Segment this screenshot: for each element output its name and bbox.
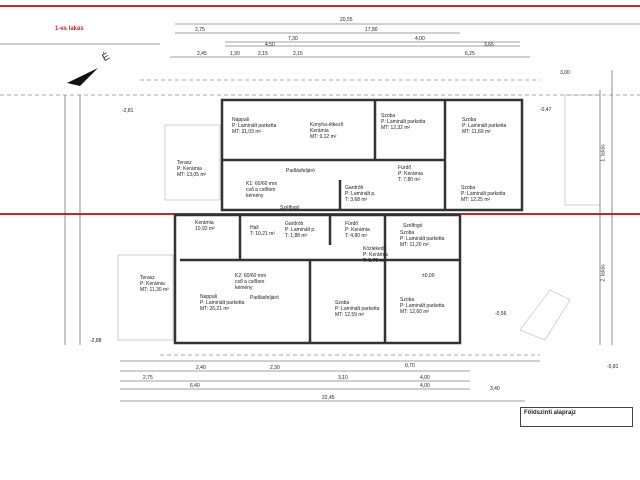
drawing-title-box: Földszinti alaprajz	[520, 407, 633, 427]
north-label: É	[100, 51, 112, 64]
note: K1: 60/60 mm	[246, 181, 278, 187]
note: K2: 60/60 mm	[235, 273, 267, 279]
dimension-lines	[0, 23, 640, 402]
level-mark: -0,81	[607, 364, 619, 370]
level-mark: -0,56	[495, 311, 507, 317]
note: Szélfogó	[403, 223, 423, 229]
dimension: 2,75	[195, 27, 205, 33]
dimension: 3,40	[490, 386, 500, 392]
side-label-unit-1: 1. lakás	[600, 144, 607, 162]
dimension: 1,30	[230, 51, 240, 57]
level-mark: -0,47	[540, 107, 552, 113]
note: kémény	[246, 193, 264, 199]
dimension: 20,55	[340, 17, 353, 23]
dimension: 3,00	[560, 70, 570, 76]
dimension: 4,00	[420, 383, 430, 389]
terrace-outlines	[117, 94, 601, 341]
note: Padlásfeljáró	[286, 168, 315, 174]
dimension: 2,45	[197, 51, 207, 57]
dimension: 7,30	[288, 36, 298, 42]
dimension: 2,75	[143, 375, 153, 381]
note: cső a csőben	[246, 187, 276, 193]
dimension: 2,30	[270, 365, 280, 371]
dimension: 6,40	[190, 383, 200, 389]
dimension: 22,45	[322, 395, 335, 401]
note: kémény	[235, 285, 253, 291]
dimension: 17,80	[365, 27, 378, 33]
level-mark: -2,88	[90, 338, 102, 344]
dimension: 3,65	[484, 42, 494, 48]
building-walls	[173, 98, 524, 345]
level-mark: -2,81	[122, 108, 134, 114]
dimension: 4,00	[420, 375, 430, 381]
note: Padlásfeljáró	[250, 295, 279, 301]
drawing-title: Földszinti alaprajz	[524, 410, 577, 416]
dimension: 4,00	[415, 36, 425, 42]
north-arrow-icon	[67, 68, 98, 86]
dimension: 0,70	[405, 363, 415, 369]
property-lines	[0, 79, 640, 356]
note: Szélfogó	[280, 205, 300, 211]
dimension: 2,15	[258, 51, 268, 57]
unit-label: 1-es lakás	[55, 26, 84, 32]
note: cső a csőben	[235, 279, 265, 285]
dimension: 3,10	[338, 375, 348, 381]
dimension: 2,15	[293, 51, 303, 57]
dimension: 4,50	[265, 42, 275, 48]
dimension: 6,25	[465, 51, 475, 57]
level-mark: ±0,00	[422, 273, 435, 279]
dimension: 2,40	[196, 365, 206, 371]
side-label-unit-2: 2. lakás	[600, 264, 607, 282]
